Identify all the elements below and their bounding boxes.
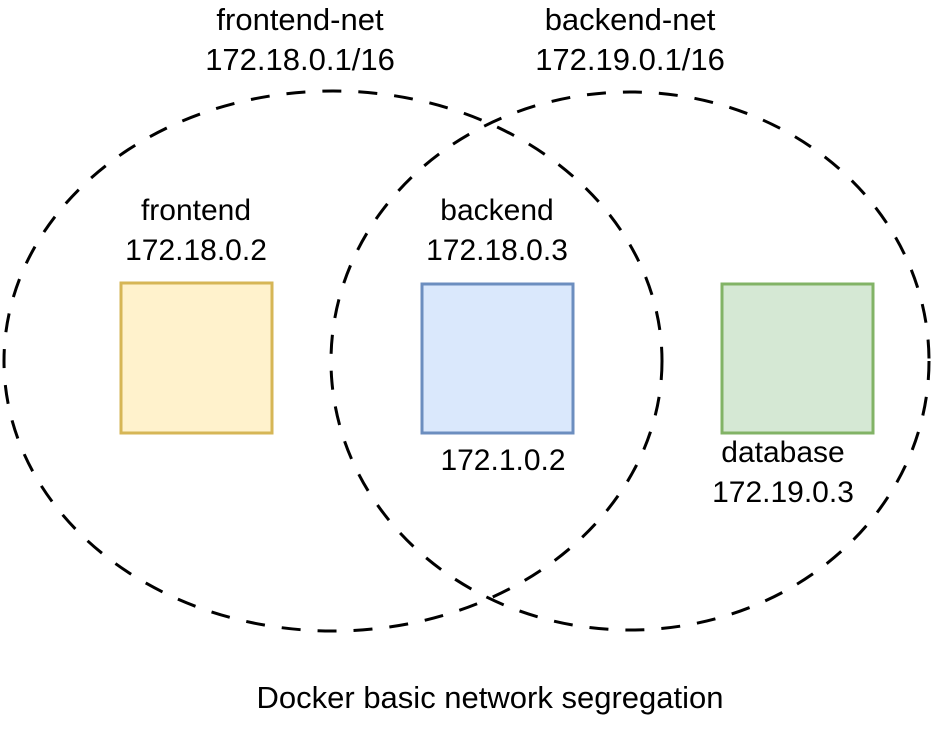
diagram-caption: Docker basic network segregation bbox=[256, 680, 724, 715]
backend-container-box bbox=[420, 282, 575, 435]
database-container-box bbox=[720, 282, 875, 435]
frontend-container-ip: 172.18.0.2 bbox=[125, 234, 267, 267]
frontend-container-box bbox=[119, 281, 274, 435]
frontend-net-boundary-circle bbox=[2, 89, 664, 633]
frontend-container-label: frontend 172.18.0.2 bbox=[71, 191, 321, 271]
backend-container-label: backend 172.18.0.3 bbox=[372, 191, 622, 271]
frontend-net-name: frontend-net bbox=[216, 2, 384, 37]
backend-net-boundary-circle bbox=[329, 90, 931, 632]
backend-net-cidr: 172.19.0.1/16 bbox=[535, 42, 725, 77]
backend-container-secondary-ip: 172.1.0.2 bbox=[440, 444, 566, 477]
frontend-container-name: frontend bbox=[140, 194, 252, 227]
frontend-net-label: frontend-net 172.18.0.1/16 bbox=[140, 0, 460, 80]
backend-container-name: backend bbox=[440, 194, 554, 227]
backend-net-name: backend-net bbox=[544, 2, 716, 37]
database-container-label: database 172.19.0.3 bbox=[658, 433, 908, 513]
database-container-name: database bbox=[721, 436, 845, 469]
backend-container-ip: 172.18.0.3 bbox=[426, 234, 568, 267]
frontend-net-cidr: 172.18.0.1/16 bbox=[205, 42, 395, 77]
backend-net-label: backend-net 172.19.0.1/16 bbox=[470, 0, 790, 80]
database-container-ip: 172.19.0.3 bbox=[712, 476, 854, 509]
